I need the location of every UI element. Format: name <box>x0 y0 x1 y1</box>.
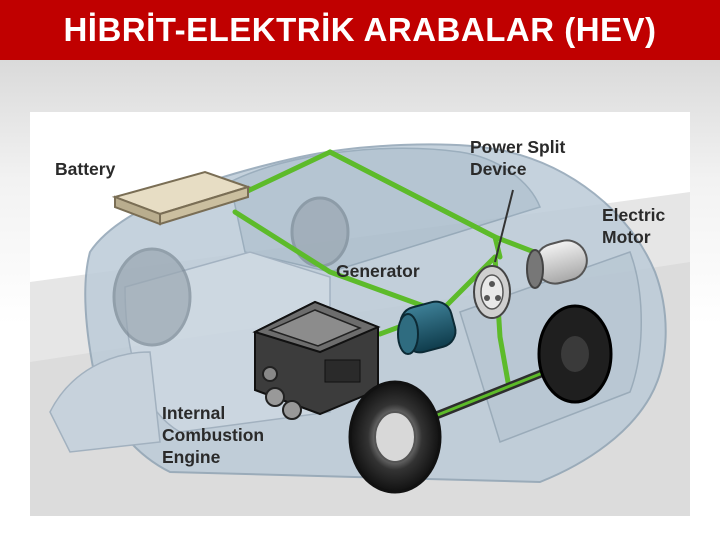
engine-label: Internal Combustion Engine <box>162 403 265 467</box>
front-right-wheel <box>537 304 613 404</box>
hybrid-car-illustration <box>30 143 690 516</box>
combustion-engine <box>252 300 381 420</box>
rear-left-wheel <box>112 247 192 347</box>
battery-pack <box>111 170 252 226</box>
electric-motor-label: Electric Motor <box>602 205 666 247</box>
hybrid-car-diagram: Battery Power Split Device Electric Moto… <box>30 112 690 516</box>
power-split-device-label: Power Split Device <box>470 137 566 179</box>
power-split-device <box>473 265 511 319</box>
slide-title: HİBRİT-ELEKTRİK ARABALAR (HEV) <box>63 11 657 48</box>
power-split-leader <box>494 189 514 263</box>
electric-motor <box>526 239 588 289</box>
generator-label: Generator <box>336 261 420 281</box>
front-left-wheel <box>348 380 442 494</box>
generator <box>397 300 457 355</box>
battery-label: Battery <box>55 159 116 179</box>
title-bar: HİBRİT-ELEKTRİK ARABALAR (HEV) <box>0 0 720 60</box>
